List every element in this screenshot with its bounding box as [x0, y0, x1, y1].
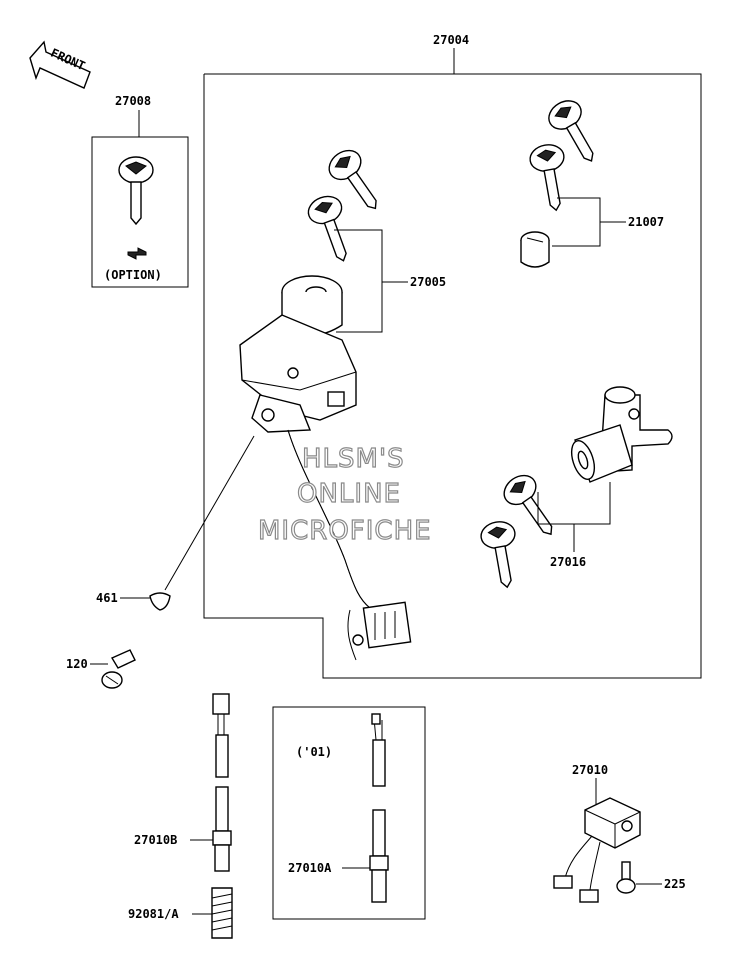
clip-461: 461 — [96, 435, 255, 611]
label-01: ('01) — [296, 745, 332, 759]
watermark: HLSM'S ONLINE MICROFICHE — [257, 443, 432, 546]
seat-lock-27016: 27016 — [480, 386, 673, 589]
key-icon — [118, 156, 154, 226]
watermark-line-1: HLSM'S — [302, 444, 405, 474]
label-27010a: 27010A — [288, 861, 332, 875]
label-225: 225 — [664, 877, 686, 891]
label-21007: 21007 — [628, 215, 664, 229]
keys-27005: 27005 — [307, 149, 446, 333]
keys-21007: 21007 — [520, 100, 664, 268]
ignition-switch-icon — [239, 275, 412, 661]
lock-cap-icon — [520, 231, 550, 268]
label-27016: 27016 — [550, 555, 586, 569]
label-27010: 27010 — [572, 763, 608, 777]
relay-27010: 27010 225 — [553, 763, 686, 903]
group-27008: 27008 (OPTION) — [91, 94, 189, 288]
blank-key-icon — [127, 247, 147, 260]
label-27008: 27008 — [115, 94, 151, 108]
label-461: 461 — [96, 591, 118, 605]
label-option: (OPTION) — [104, 268, 162, 282]
watermark-line-3: MICROFICHE — [258, 516, 432, 546]
label-27010b: 27010B — [134, 833, 177, 847]
label-27004: 27004 — [433, 33, 469, 47]
watermark-line-2: ONLINE — [297, 479, 401, 509]
label-120: 120 — [66, 657, 88, 671]
group-01-27010a: ('01) 27010A — [272, 706, 426, 920]
label-27005: 27005 — [410, 275, 446, 289]
group-27004-outline: 27004 — [203, 33, 702, 679]
bolt-120-icon: 120 — [66, 649, 136, 689]
front-arrow-icon: FRONT — [29, 40, 91, 89]
spring-92081a-icon: 92081/A — [128, 887, 233, 939]
screw-225-icon — [616, 861, 636, 894]
sensor-27010b: 27010B — [134, 693, 232, 872]
label-92081a: 92081/A — [128, 907, 179, 921]
